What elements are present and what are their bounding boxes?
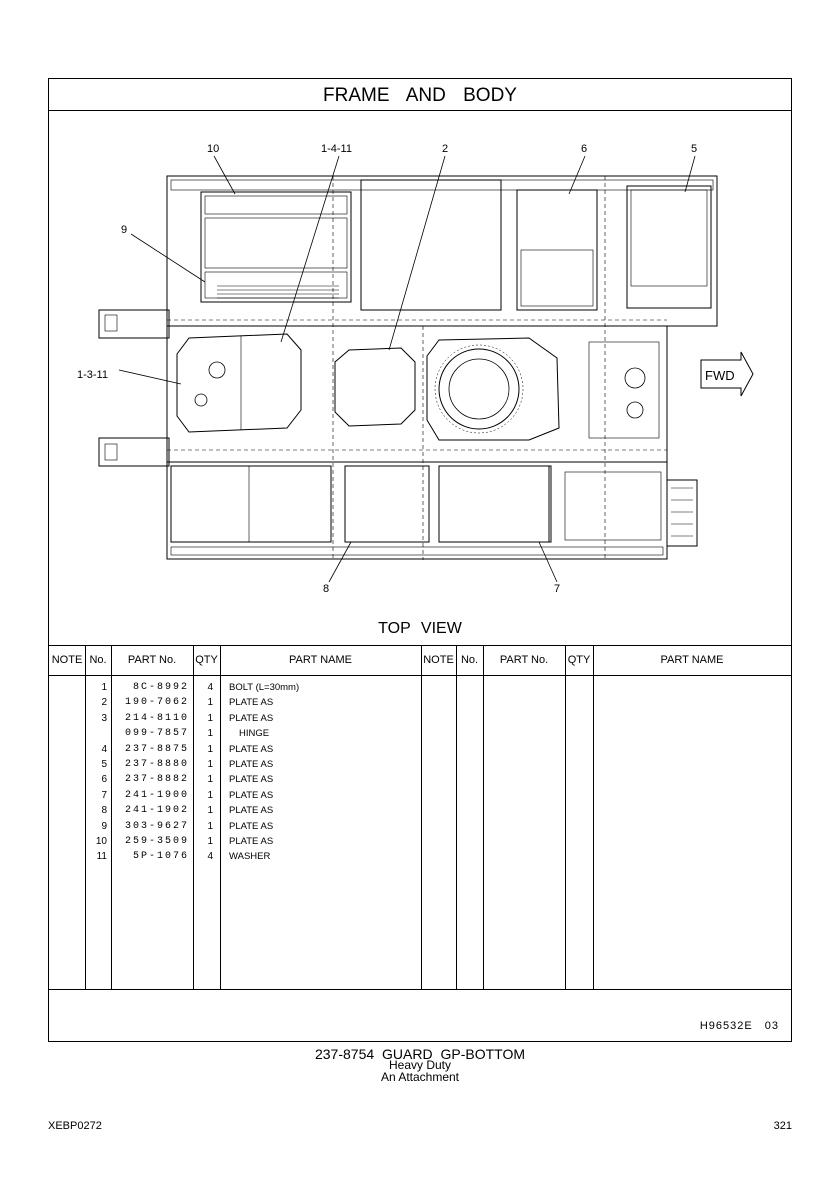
header-no-2: No. [460,654,479,666]
header-part-no: PART No. [127,654,177,666]
part-number: 190-7062 [124,697,189,709]
header-qty-2: QTY [567,654,591,666]
part-name: PLATE AS [229,759,274,770]
callout-5: 5 [691,143,697,155]
table-row: 9 303-9627 1 PLATE AS [49,819,791,834]
part-number: 241-1902 [124,805,189,817]
item-number: 3 [101,712,107,724]
caption-note: An Attachment [380,1070,460,1084]
part-number: 214-8110 [124,712,189,724]
callout-7: 7 [554,583,560,595]
header-part-name-2: PART NAME [660,654,724,666]
part-number: 259-3509 [124,836,189,847]
callout-1-4-11: 1-4-11 [321,143,352,155]
part-number: 241-1900 [124,789,189,801]
quantity: 4 [207,682,213,693]
callout-9: 9 [121,224,127,236]
quantity: 1 [207,789,213,801]
caption-title: 237-8754 GUARD GP-BOTTOM [314,1046,526,1062]
part-name: WASHER [229,851,271,863]
part-number: 099-7857 [124,728,189,740]
quantity: 4 [207,851,213,863]
table-row: 099-7857 1 HINGE [49,726,791,741]
table-row: 5 237-8880 1 PLATE AS [49,757,791,772]
header-no: No. [89,654,107,666]
part-number: 303-9627 [124,820,189,832]
quantity: 1 [207,774,213,786]
callout-1-3-11: 1-3-11 [77,369,108,381]
item-number: 10 [95,836,107,847]
header-note-2: NOTE [423,654,454,666]
callout-6: 6 [581,143,587,155]
table-row: 4 237-8875 1 PLATE AS [49,742,791,757]
table-row: 7 241-1900 1 PLATE AS [49,788,791,803]
quantity: 1 [207,743,213,755]
callout-10: 10 [207,143,219,155]
item-number: 9 [101,820,107,832]
page-title: FRAME AND BODY [49,79,791,111]
caption-subtitle: Heavy Duty [388,1058,452,1072]
part-name: PLATE AS [229,789,274,801]
part-name: PLATE AS [229,820,274,832]
part-name: BOLT (L=30mm) [229,682,300,693]
quantity: 1 [207,836,213,847]
part-name: PLATE AS [229,836,274,847]
part-number: 5P-1076 [132,851,189,863]
quantity: 1 [207,728,213,740]
quantity: 1 [207,697,213,709]
parts-table: NOTE No. PART No. QTY PART NAME NOTE No.… [49,645,791,990]
header-qty: QTY [195,654,218,666]
part-name: PLATE AS [229,774,274,786]
header-part-name: PART NAME [289,654,352,666]
table-row: 3 214-8110 1 PLATE AS [49,711,791,726]
frame-top-view-diagram: 10 1-4-11 2 6 5 9 1-3-11 8 7 FWD [77,143,754,595]
table-row: 6 237-8882 1 PLATE AS [49,772,791,787]
page-number: 321 [773,1120,792,1132]
document-code: XEBP0272 [48,1120,102,1132]
quantity: 1 [207,712,213,724]
drawing-ref-code: H96532E 03 [699,1020,779,1032]
part-number: 237-8875 [124,743,189,755]
table-row: 2 190-7062 1 PLATE AS [49,695,791,710]
table-row: 10 259-3509 1 PLATE AS [49,834,791,849]
item-number: 11 [96,851,107,863]
item-number: 4 [101,743,107,755]
item-number: 8 [101,805,107,817]
quantity: 1 [207,805,213,817]
header-note: NOTE [51,654,83,666]
header-part-no-2: PART No. [499,654,549,666]
item-number: 2 [101,697,107,709]
part-number: 237-8882 [124,774,189,786]
table-row: 1 8C-8992 4 BOLT (L=30mm) [49,680,791,695]
part-number: 237-8880 [124,759,189,770]
parts-sheet-frame: FRAME AND BODY [48,78,792,1042]
item-number: 5 [101,759,107,770]
table-row: 11 5P-1076 4 WASHER [49,849,791,864]
table-row: 8 241-1902 1 PLATE AS [49,803,791,818]
item-number: 1 [101,682,107,693]
quantity: 1 [207,820,213,832]
part-name: PLATE AS [229,697,274,709]
part-name: PLATE AS [229,712,274,724]
view-label: TOP VIEW [378,620,462,637]
part-name: PLATE AS [229,743,274,755]
fwd-label: FWD [705,368,735,383]
part-number: 8C-8992 [132,682,189,693]
callout-2: 2 [442,143,448,155]
item-number: 7 [101,789,107,801]
callout-8: 8 [323,583,329,595]
part-name: HINGE [239,728,270,740]
part-name: PLATE AS [229,805,274,817]
quantity: 1 [207,759,213,770]
item-number: 6 [101,774,107,786]
